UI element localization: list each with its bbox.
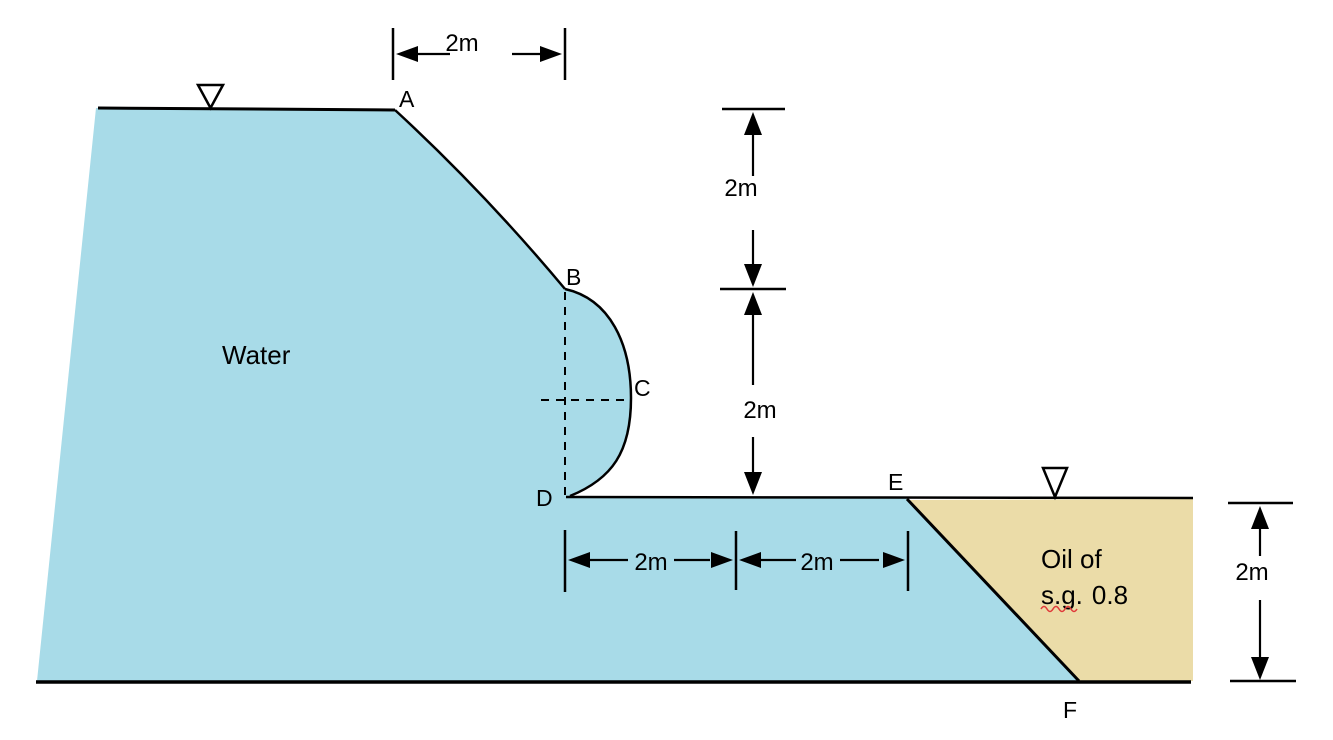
- spellcheck-squiggle: [1040, 605, 1078, 613]
- arrowhead-down-icon: [744, 264, 762, 287]
- dim-label: 2m: [743, 397, 776, 424]
- dimension-bottom-right: 2m: [739, 531, 910, 591]
- dimension-bottom-left: 2m: [563, 530, 738, 592]
- water-label: Water: [222, 340, 291, 370]
- arrowhead-up-icon: [1251, 506, 1269, 529]
- dimension-right-mid: 2m: [743, 292, 777, 495]
- slope-a-b: [394, 109, 566, 290]
- dim-label: 2m: [634, 549, 667, 576]
- arrowhead-down-icon: [744, 472, 762, 495]
- surface-d-e-line: [565, 495, 1194, 500]
- point-label-b: B: [566, 264, 581, 290]
- water-fill: [37, 108, 1079, 681]
- water-surface-line: [97, 106, 396, 112]
- point-label-a: A: [399, 86, 415, 112]
- arrowhead-left-icon: [568, 552, 590, 568]
- dim-label: 2m: [445, 30, 478, 57]
- arrowhead-right-icon: [711, 552, 733, 568]
- point-label-e: E: [888, 469, 903, 495]
- arrowhead-right-icon: [540, 46, 562, 62]
- dim-label: 2m: [800, 549, 833, 576]
- oil-label-line2: s.g. 0.8: [1041, 580, 1128, 610]
- dim-label: 2m: [724, 175, 757, 202]
- dimension-right-upper: 2m: [720, 107, 786, 291]
- point-label-d: D: [536, 485, 553, 511]
- arrowhead-down-icon: [1251, 657, 1269, 680]
- point-label-c: C: [634, 375, 651, 401]
- oil-sg-value: 0.8: [1092, 580, 1128, 610]
- oil-label-line1: Oil of: [1041, 544, 1102, 574]
- arrowhead-right-icon: [883, 552, 905, 568]
- curved-gate-b-c-d: [564, 287, 633, 498]
- oil-sg-text: s.g.: [1041, 580, 1083, 610]
- arrowhead-left-icon: [396, 46, 418, 62]
- point-label-f: F: [1063, 697, 1077, 723]
- arrowhead-up-icon: [744, 112, 762, 135]
- oil-level-icon: [1041, 466, 1069, 501]
- diagonal-e-f: [905, 497, 1081, 683]
- oil-fill: [909, 499, 1193, 681]
- water-level-icon: [195, 83, 226, 111]
- dimension-top: 2m: [391, 28, 567, 80]
- dim-label: 2m: [1235, 559, 1268, 586]
- arrowhead-left-icon: [739, 552, 761, 568]
- arrowhead-up-icon: [744, 292, 762, 315]
- dimension-oil-depth: 2m: [1228, 501, 1296, 683]
